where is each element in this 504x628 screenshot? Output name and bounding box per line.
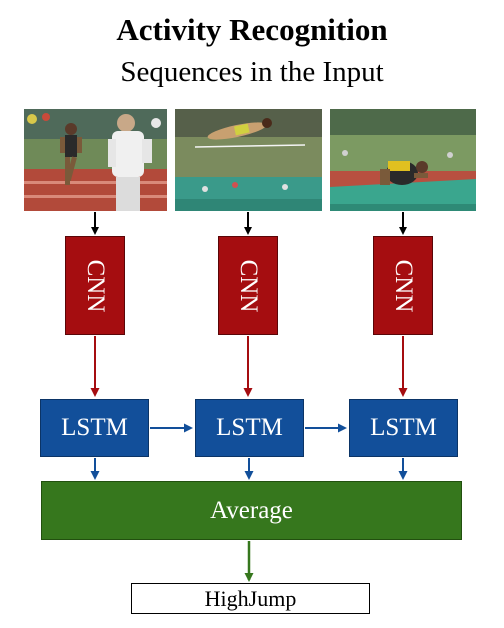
output-label-box: HighJump xyxy=(131,583,370,614)
video-frame-2 xyxy=(175,109,322,211)
video-frame-3 xyxy=(330,109,476,211)
diagram-title: Activity Recognition xyxy=(116,12,388,47)
diagram-subtitle: Sequences in the Input xyxy=(120,56,384,88)
cnn-block-2: CNN xyxy=(218,236,278,335)
average-block: Average xyxy=(41,481,462,540)
lstm-block-3: LSTM xyxy=(349,399,458,457)
lstm-block-1: LSTM xyxy=(40,399,149,457)
cnn-block-3: CNN xyxy=(373,236,433,335)
video-frame-1 xyxy=(24,109,167,211)
cnn-block-1: CNN xyxy=(65,236,125,335)
lstm-block-2: LSTM xyxy=(195,399,304,457)
